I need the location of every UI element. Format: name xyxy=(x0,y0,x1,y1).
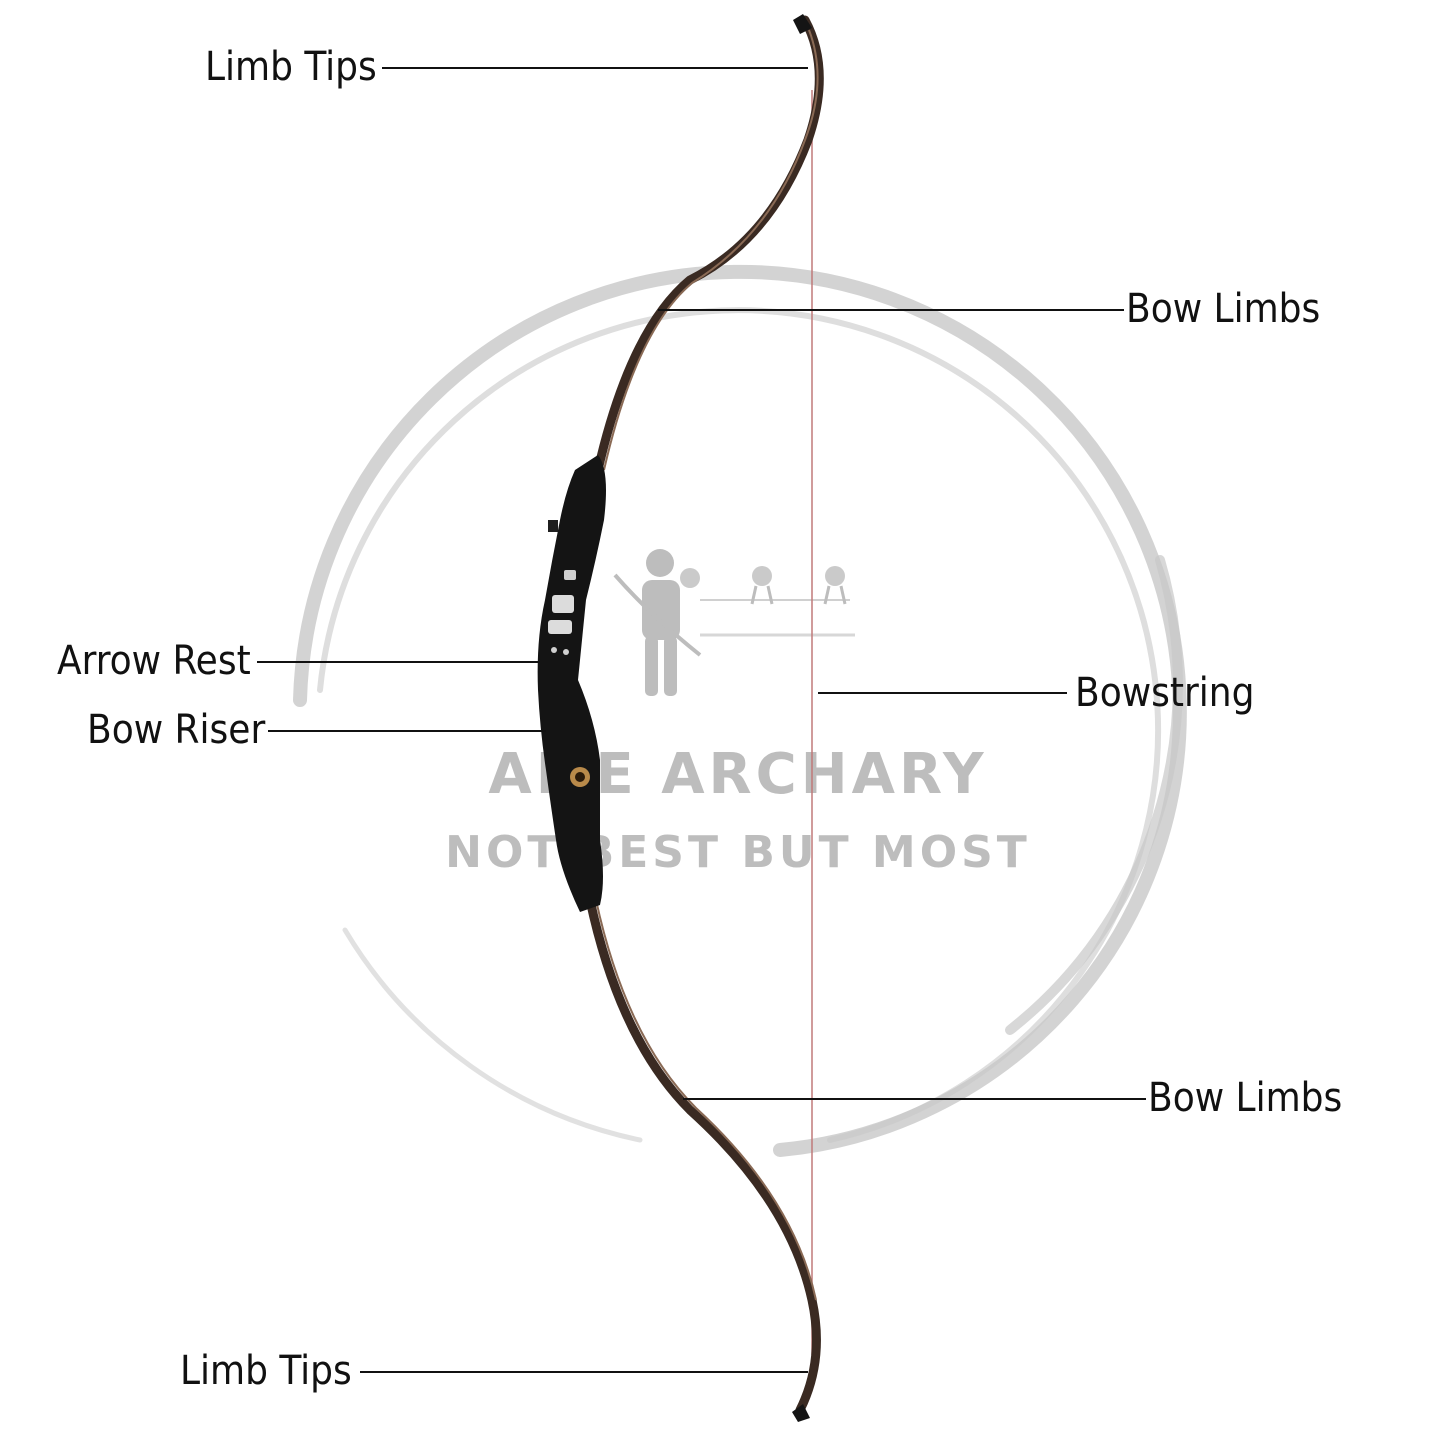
label-limb-tips-bottom: Limb Tips xyxy=(180,1348,352,1394)
label-limb-tips-top: Limb Tips xyxy=(205,44,377,90)
leader-lines xyxy=(257,67,1146,1373)
label-arrow-rest: Arrow Rest xyxy=(57,638,251,684)
bow-riser-shape xyxy=(537,455,606,912)
label-bowstring: Bowstring xyxy=(1075,670,1255,716)
upper-limb xyxy=(593,15,824,475)
lower-limb xyxy=(585,895,821,1415)
watermark-line-2: NOT BEST BUT MOST xyxy=(445,827,1031,878)
label-bow-limbs-top: Bow Limbs xyxy=(1126,286,1321,332)
label-bow-limbs-bottom: Bow Limbs xyxy=(1148,1075,1343,1121)
watermark-circle xyxy=(293,264,1187,1157)
label-bow-riser: Bow Riser xyxy=(87,707,266,753)
upper-limb-tip xyxy=(793,14,812,34)
archer-logo-icon xyxy=(613,549,855,696)
lower-limb-tip xyxy=(792,1404,810,1422)
